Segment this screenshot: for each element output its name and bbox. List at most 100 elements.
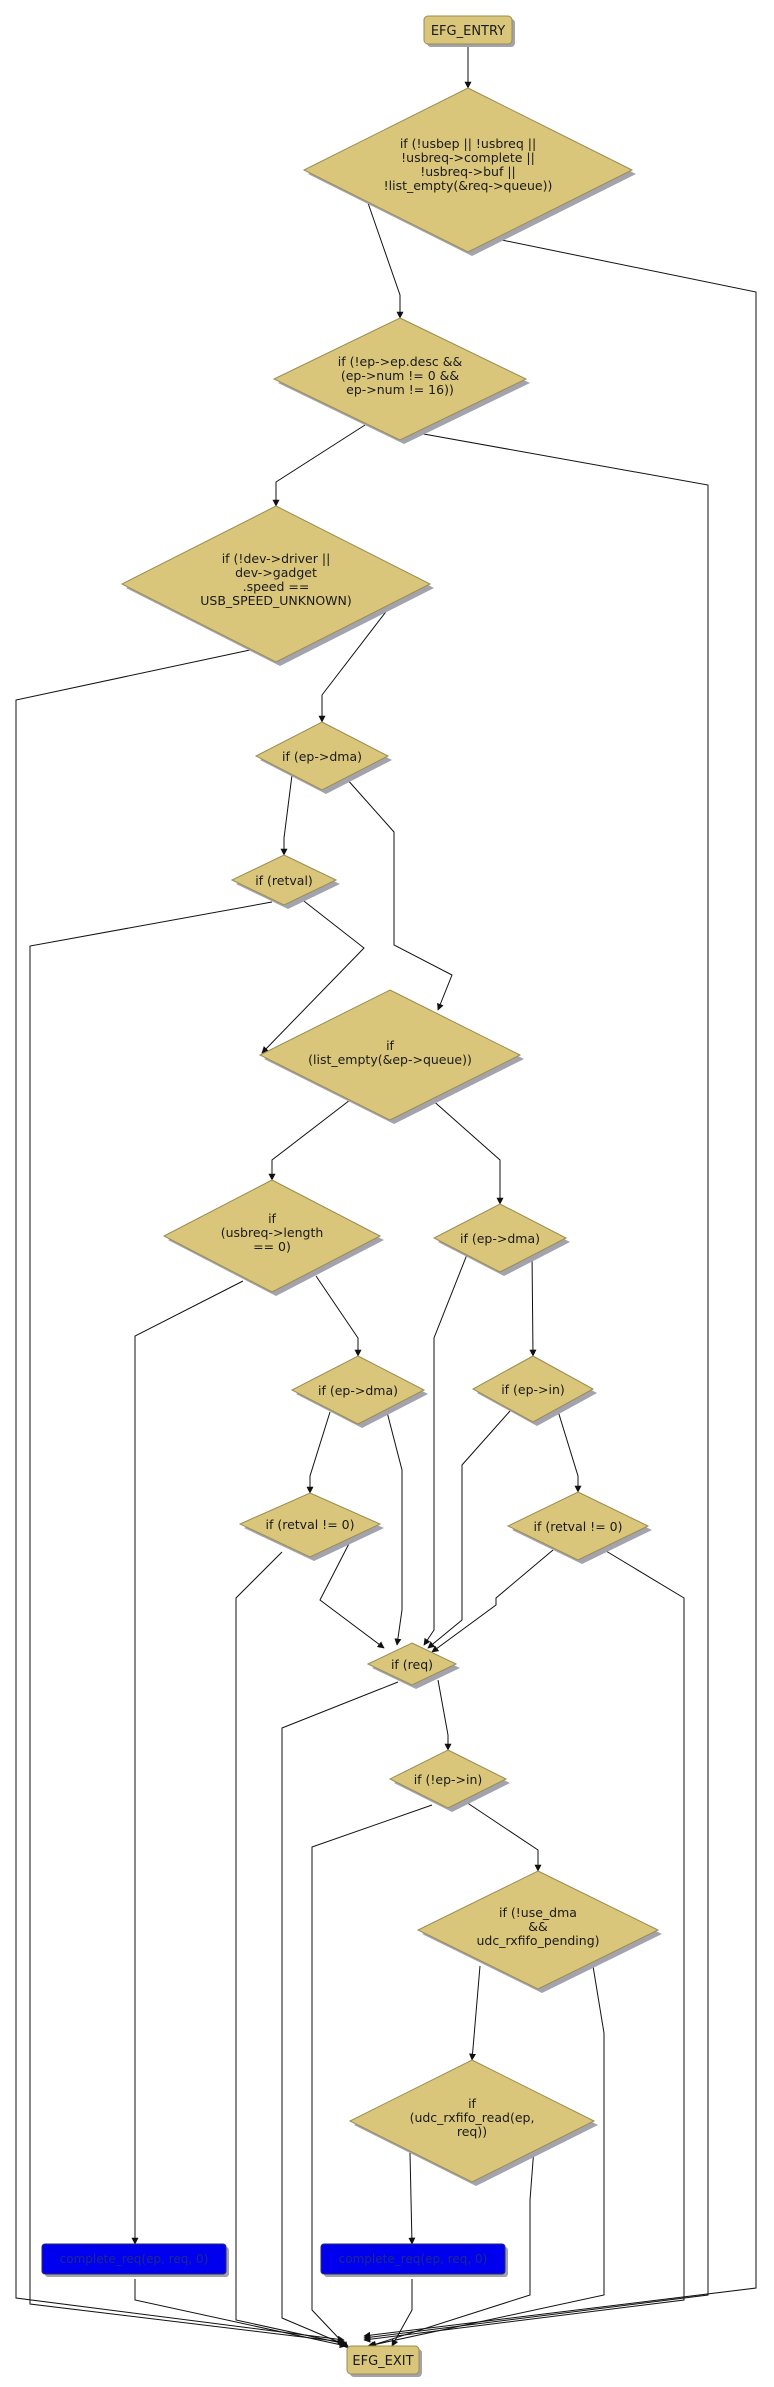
decision-d14-shape — [388, 1749, 508, 1809]
label-line: (udc_rxfifo_read(ep, — [410, 2110, 535, 2125]
edge-d6-d7 — [268, 1099, 351, 1181]
label-line: if (ep->in) — [501, 1382, 565, 1397]
decision-d12[interactable]: if (retval != 0) — [506, 1491, 652, 1564]
decision-d5-text: if (retval) — [255, 873, 313, 888]
decision-d9-shape — [432, 1203, 568, 1273]
label-line: req)) — [457, 2124, 487, 2139]
decision-d16-text: if(udc_rxfifo_read(ep,req)) — [410, 2096, 535, 2139]
label-line: == 0) — [253, 1239, 291, 1254]
label-line: !list_empty(&req->queue)) — [384, 178, 553, 193]
decision-d2[interactable]: if (!ep->ep.desc &&(ep->num != 0 &&ep->n… — [272, 317, 530, 444]
decision-d8-shape — [290, 1355, 426, 1425]
label-line: dev->gadget — [235, 565, 317, 580]
entry-label: EFG_ENTRY — [431, 24, 505, 39]
call-box-1[interactable]: complete_req(ep, req, 0) — [41, 2243, 229, 2277]
edge-d7-call1 — [131, 1280, 244, 2245]
edge-d4-d6 — [345, 777, 453, 1011]
edge-d13-d14 — [437, 1679, 452, 1751]
decision-d3[interactable]: if (!dev->driver ||dev->gadget.speed ==U… — [120, 505, 434, 666]
decision-d14[interactable]: if (!ep->in) — [388, 1749, 510, 1812]
label-line: (ep->num != 0 && — [341, 368, 460, 383]
label-line: if (req) — [391, 1657, 433, 1672]
edge-d1-d2 — [367, 202, 404, 319]
label-line: USB_SPEED_UNKNOWN) — [200, 593, 352, 608]
decision-d12-shape — [506, 1491, 650, 1561]
exit-label: EFG_EXIT — [352, 2354, 413, 2369]
decision-d7-text: if(usbreq->length== 0) — [221, 1211, 324, 1254]
edge-d2-d3 — [272, 424, 366, 507]
edge-d8-d11 — [306, 1411, 331, 1494]
label-line: if (retval != 0) — [266, 1517, 355, 1532]
decision-d4-text: if (ep->dma) — [282, 749, 362, 764]
label-line: (usbreq->length — [221, 1225, 324, 1240]
entry-node-box — [423, 15, 513, 45]
decision-d14-text: if (!ep->in) — [414, 1772, 483, 1787]
edge-d9-d10 — [529, 1251, 537, 1357]
exit-node[interactable]: EFG_EXIT — [346, 2345, 422, 2377]
label-line: if — [268, 1211, 276, 1226]
decision-d6-shape — [258, 989, 522, 1121]
label-line: if (retval != 0) — [534, 1519, 623, 1534]
decision-d1-shape — [302, 87, 634, 253]
decision-d16[interactable]: if(udc_rxfifo_read(ep,req)) — [348, 2059, 598, 2186]
decision-d8[interactable]: if (ep->dma) — [290, 1355, 428, 1428]
entry-node[interactable]: EFG_ENTRY — [423, 15, 515, 47]
decision-d2-text: if (!ep->ep.desc &&(ep->num != 0 &&ep->n… — [338, 354, 463, 397]
label-line: if (!dev->driver || — [222, 551, 331, 566]
edge-d12-d13 — [431, 1549, 554, 1653]
edge-call2-exit — [391, 2279, 413, 2347]
decision-d6[interactable]: if(list_empty(&ep->queue)) — [258, 989, 524, 1124]
label-line: if (!usbep || !usbreq || — [400, 136, 536, 151]
label-line: .speed == — [243, 579, 310, 594]
label-line: if (!ep->ep.desc && — [338, 354, 463, 369]
edge-call1-exit — [134, 2279, 347, 2349]
decision-d1[interactable]: if (!usbep || !usbreq ||!usbreq->complet… — [302, 87, 636, 256]
decision-d5[interactable]: if (retval) — [230, 854, 340, 909]
decision-d11-shape — [238, 1492, 382, 1558]
label-line: if (!use_dma — [499, 1905, 577, 1920]
edge-d16-exit — [369, 2147, 535, 2348]
label-line: !usbreq->complete || — [401, 150, 535, 165]
call-box-2-label: complete_req(ep, req, 0) — [339, 2252, 488, 2266]
edge-d3-exit — [15, 649, 345, 2343]
decision-d2-shape — [272, 317, 528, 441]
edge-d7-d8 — [315, 1275, 362, 1357]
edge-d11-exit — [235, 1551, 347, 2347]
decision-d10-text: if (ep->in) — [501, 1382, 565, 1397]
decision-d11-text: if (retval != 0) — [266, 1517, 355, 1532]
decision-d3-shape — [120, 505, 432, 663]
decision-d13[interactable]: if (req) — [366, 1642, 460, 1689]
decision-d8-text: if (ep->dma) — [318, 1383, 398, 1398]
edges — [15, 46, 757, 2349]
edge-d14-exit — [311, 1804, 433, 2349]
edge-d12-exit — [363, 1547, 685, 2343]
call-box-2-rect — [320, 2243, 506, 2275]
label-line: && — [528, 1919, 548, 1934]
edge-d5-exit — [29, 901, 345, 2345]
decision-d10[interactable]: if (ep->in) — [471, 1355, 597, 1426]
edge-d5-d6 — [261, 897, 365, 1054]
exit-node-box — [346, 2345, 420, 2375]
edge-d14-d15 — [465, 1801, 542, 1872]
decision-d12-text: if (retval != 0) — [534, 1519, 623, 1534]
decision-d9-text: if (ep->dma) — [460, 1231, 540, 1246]
decision-d10-shape — [471, 1355, 595, 1423]
decision-d15[interactable]: if (!use_dma&&udc_rxfifo_pending) — [416, 1870, 662, 1993]
label-line: ep->num != 16)) — [346, 382, 454, 397]
call-box-2[interactable]: complete_req(ep, req, 0) — [320, 2243, 508, 2277]
decision-d4[interactable]: if (ep->dma) — [254, 721, 392, 794]
decision-d11[interactable]: if (retval != 0) — [238, 1492, 384, 1561]
edge-d6-d9 — [429, 1097, 504, 1205]
label-line: if (!ep->in) — [414, 1772, 483, 1787]
decision-d4-shape — [254, 721, 390, 791]
edge-d3-d4 — [318, 595, 399, 723]
edge-d2-exit — [363, 432, 709, 2341]
label-line: !usbreq->buf || — [420, 164, 516, 179]
decision-d7[interactable]: if(usbreq->length== 0) — [162, 1179, 384, 1296]
edge-d4-d5 — [280, 774, 293, 856]
edge-d15-d16 — [469, 1965, 481, 2061]
edge-d10-d12 — [557, 1410, 582, 1493]
decision-d15-shape — [416, 1870, 660, 1990]
decision-d9[interactable]: if (ep->dma) — [432, 1203, 570, 1276]
